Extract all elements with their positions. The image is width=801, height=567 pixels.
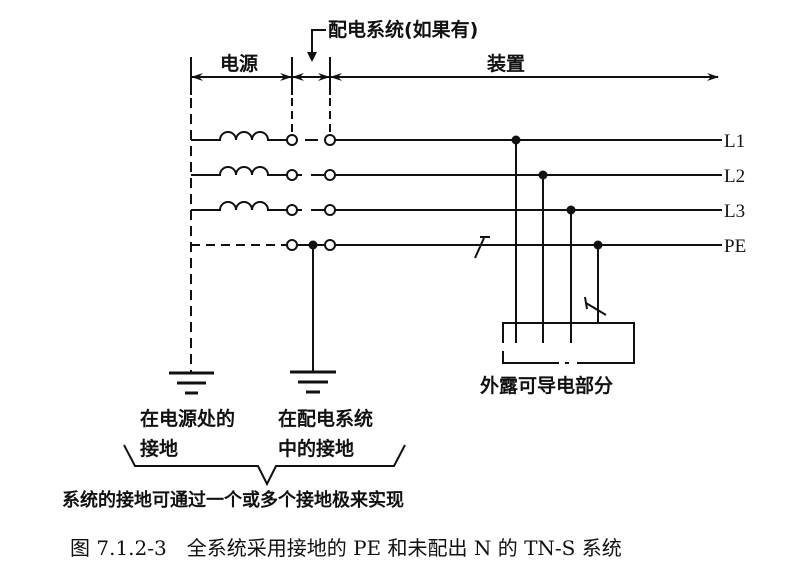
terminals: [286, 134, 336, 251]
distribution-pointer: [311, 29, 326, 58]
earth-source-text-2: 接地: [140, 437, 178, 460]
distribution-label: 配电系统(如果有): [328, 18, 478, 41]
note-text: 系统的接地可通过一个或多个接地极来实现: [62, 489, 404, 511]
conductor-L3: [191, 201, 722, 211]
figure-caption: 图 7.1.2-3 全系统采用接地的 PE 和未配出 N 的 TN-S 系统: [70, 536, 622, 560]
label-L1: L1: [724, 131, 745, 152]
earth-icon-distribution: [290, 370, 336, 394]
exposed-parts-box: [502, 322, 635, 364]
earth-dist-text-1: 在配电系统: [278, 407, 373, 430]
exposed-parts-label: 外露可导电部分: [480, 374, 613, 397]
equipment-taps: [511, 135, 607, 343]
earth-dist-text-2: 中的接地: [278, 437, 354, 460]
earth-icon-source: [169, 371, 214, 395]
conductor-PE: [191, 236, 722, 259]
conductor-L1: [191, 131, 722, 141]
label-L2: L2: [724, 166, 745, 187]
installation-label: 装置: [486, 52, 525, 75]
source-label: 电源: [220, 52, 258, 75]
label-PE: PE: [724, 236, 746, 257]
brace: [123, 444, 406, 487]
earth-source-text-1: 在电源处的: [140, 407, 235, 430]
conductor-L2: [191, 166, 722, 176]
label-L3: L3: [724, 201, 745, 222]
